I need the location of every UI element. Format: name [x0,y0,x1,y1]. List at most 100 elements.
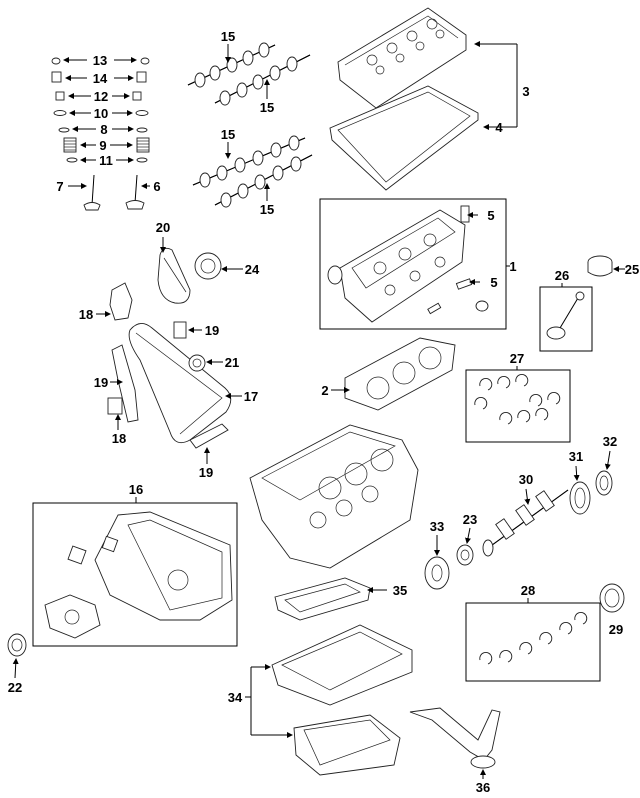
callout-3: 3 [522,84,529,99]
callout-21: 21 [225,355,239,370]
rod-bearings-28 [479,612,588,665]
callout-36: 36 [476,780,490,795]
valve-spring-right [136,137,150,153]
callout-32: 32 [603,434,617,449]
timing-chain-small [157,247,191,304]
callout-33: 33 [430,519,444,534]
callout-26: 26 [555,268,569,283]
camshaft-2 [214,54,311,106]
callout-6: 6 [153,179,160,194]
callout-34: 34 [228,690,243,705]
callout-20: 20 [156,220,170,235]
head-bolt-1 [460,205,470,223]
front-seal-22 [7,633,27,657]
camshaft-4 [214,154,313,208]
valve-cover-gasket [329,85,479,191]
callout-5-a: 5 [487,208,494,223]
callout-2: 2 [321,383,328,398]
crank-sprocket-23 [456,544,474,566]
connecting-rod [546,291,585,340]
valve-keeper-right [140,57,150,65]
valve-seal-left [53,110,67,116]
callout-18-b: 18 [112,431,126,446]
idler-sprocket-21 [188,354,206,372]
valve-part-12-right [132,91,142,101]
valve-part-8-left [58,127,70,133]
callout-23: 23 [463,512,477,527]
callout-30: 30 [519,472,533,487]
lower-oil-pan [293,714,401,776]
callout-22: 22 [8,680,22,695]
head-bolt-2 [427,278,489,315]
callout-24: 24 [245,262,260,277]
oil-pickup [409,707,501,769]
valve-keeper-left [51,57,61,65]
callout-28: 28 [521,583,535,598]
callout-15-c: 15 [221,127,235,142]
valve-part-11-left [66,157,78,163]
callout-13: 13 [93,53,107,68]
callout-9: 9 [99,138,106,153]
rear-seal-retainer-31 [569,481,591,515]
callout-10: 10 [94,106,108,121]
valve-cover [337,7,467,109]
callout-15-d: 15 [260,202,274,217]
callout-19-c: 19 [199,465,213,480]
valve-part-11-right [136,157,148,163]
upper-oil-pan [271,624,413,706]
timing-cover-box [32,502,238,647]
crankshaft [482,489,569,557]
timing-cover [67,511,233,621]
callout-16: 16 [129,482,143,497]
callout-11: 11 [99,153,113,168]
sprocket-24 [194,252,222,280]
crank-pulley-33 [424,556,450,590]
callout-5-b: 5 [490,275,497,290]
valve-part-8-right [136,127,148,133]
callout-25: 25 [625,262,639,277]
main-bearings-27 [474,374,561,425]
cylinder-head-box [319,198,507,330]
leader-lines [12,41,625,779]
piston-25 [587,255,613,277]
callout-31: 31 [569,449,583,464]
callout-15-b: 15 [260,100,274,115]
callout-7: 7 [56,179,63,194]
callout-numbers: 13 14 12 10 8 9 11 7 6 15 15 15 15 3 4 5… [8,29,639,795]
callout-18-a: 18 [79,307,93,322]
main-bearing-box [465,369,571,443]
valve-spring-left [63,137,77,153]
rear-seal-32 [595,470,613,496]
connecting-rod-box [539,286,593,352]
timing-chain-large [128,323,232,444]
valve-retainer-left [51,71,62,83]
callout-4: 4 [495,120,503,135]
intake-valve [125,174,145,210]
valve-seal-right [135,110,149,116]
valve-part-12-left [55,91,65,101]
callout-19-a: 19 [205,323,219,338]
camshafts-group [187,42,313,208]
chain-tensioner-18-bottom [107,397,123,415]
callout-15-a: 15 [221,29,235,44]
callout-27: 27 [510,351,524,366]
callout-1: 1 [509,259,516,274]
water-pump [44,594,101,639]
cylinder-head [327,209,466,323]
callout-35: 35 [393,583,407,598]
callout-19-b: 19 [94,375,108,390]
callout-29: 29 [609,622,623,637]
engine-block [249,424,419,569]
exhaust-valve [83,174,101,211]
callout-12: 12 [94,89,108,104]
head-gasket [344,337,456,411]
valve-parts-group [51,57,150,211]
chain-guide-19-bottom [189,423,229,449]
tensioner-19-top [173,321,187,339]
camshaft-3 [192,135,306,188]
chain-tensioner-18-top [109,282,133,321]
callout-17: 17 [244,389,258,404]
thrust-washer-29 [599,583,625,613]
callout-14: 14 [93,71,108,86]
